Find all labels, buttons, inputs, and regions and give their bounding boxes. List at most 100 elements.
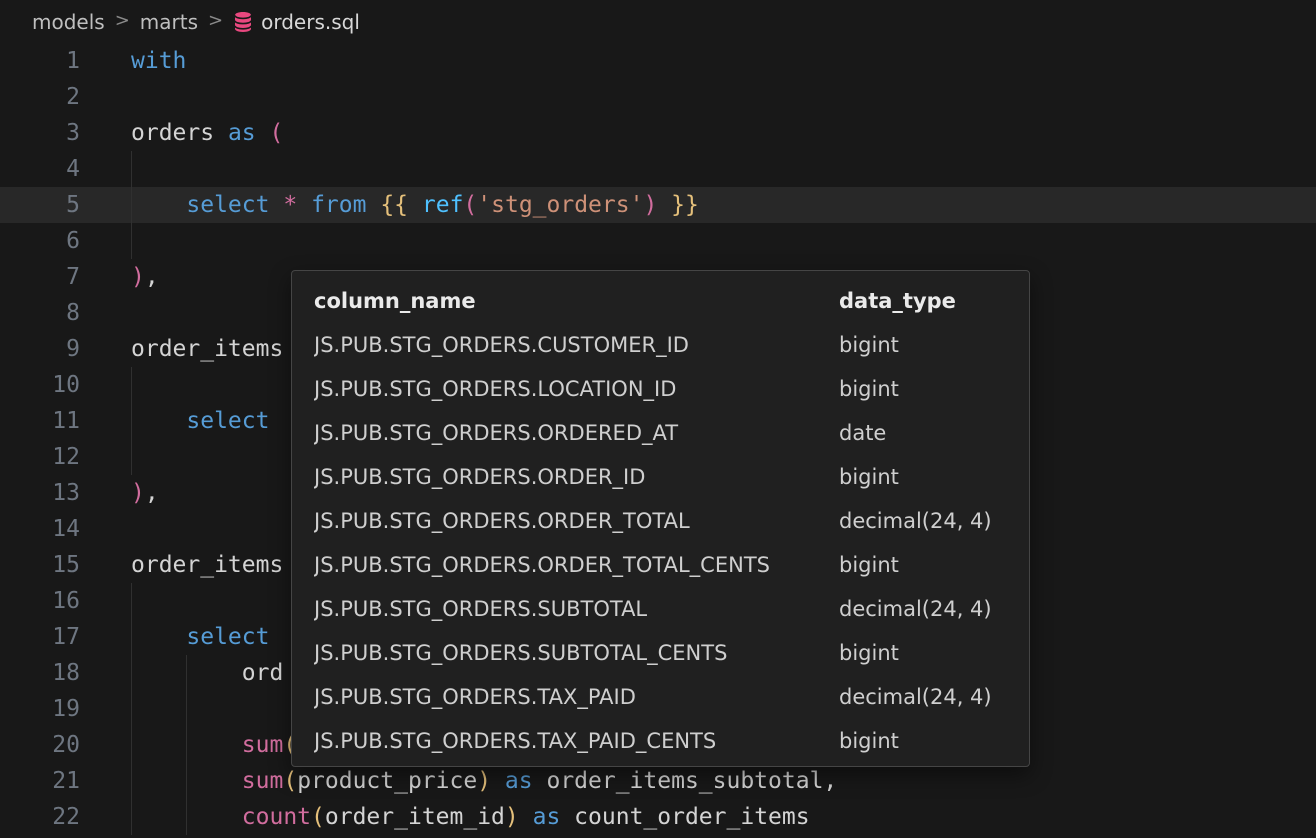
breadcrumb-file[interactable]: orders.sql xyxy=(261,10,360,34)
column-row: JS.PUB.STG_ORDERS.TAX_PAIDdecimal(24, 4) xyxy=(292,675,1029,719)
code-token xyxy=(131,624,186,650)
code-token xyxy=(519,804,533,830)
code-line-1[interactable]: 1 with xyxy=(0,43,1316,79)
code-token: from xyxy=(311,192,366,218)
code-token: product_price xyxy=(297,768,477,794)
code-token xyxy=(657,192,671,218)
indent-guide xyxy=(131,403,132,439)
code-line-4[interactable]: 4 xyxy=(0,151,1316,187)
chevron-right-icon: > xyxy=(208,10,223,31)
code-token: as xyxy=(505,768,533,794)
line-number: 3 xyxy=(0,115,80,151)
line-number: 17 xyxy=(0,619,80,655)
code-token: with xyxy=(131,48,186,74)
code-token: ( xyxy=(463,192,477,218)
code-token xyxy=(491,768,505,794)
indent-guide xyxy=(131,223,132,259)
code-line-2[interactable]: 2 xyxy=(0,79,1316,115)
line-number: 13 xyxy=(0,475,80,511)
code-line-5[interactable]: 5 select * from {{ ref('stg_orders') }} xyxy=(0,187,1316,223)
line-number: 6 xyxy=(0,223,80,259)
line-number: 7 xyxy=(0,259,80,295)
code-token: ) xyxy=(505,804,519,830)
code-text: orders as ( xyxy=(131,115,283,151)
line-number: 10 xyxy=(0,367,80,403)
editor-code-area[interactable]: 1 with 23 orders as (45 select * from {{ re… xyxy=(0,43,1316,835)
indent-guide xyxy=(131,763,132,799)
data-type-cell: bigint xyxy=(839,641,1007,665)
indent-guide xyxy=(186,727,187,763)
code-line-3[interactable]: 3 orders as ( xyxy=(0,115,1316,151)
line-number: 16 xyxy=(0,583,80,619)
indent-guide xyxy=(131,655,132,691)
code-token: order_items_subtotal, xyxy=(533,768,838,794)
line-number: 19 xyxy=(0,691,80,727)
code-text: select xyxy=(131,403,269,439)
data-type-cell: decimal(24, 4) xyxy=(839,509,1007,533)
indent-guide xyxy=(131,691,132,727)
code-text: count(order_item_id) as count_order_item… xyxy=(131,799,810,835)
column-row: JS.PUB.STG_ORDERS.ORDERED_ATdate xyxy=(292,411,1029,455)
line-number: 20 xyxy=(0,727,80,763)
code-line-22[interactable]: 22 count(order_item_id) as count_order_i… xyxy=(0,799,1316,835)
code-token: count_order_items xyxy=(560,804,809,830)
code-token xyxy=(366,192,380,218)
code-text: ), xyxy=(131,259,159,295)
code-token: orders xyxy=(131,120,228,146)
code-token: , xyxy=(145,264,159,290)
code-text: ord xyxy=(131,655,283,691)
line-number: 21 xyxy=(0,763,80,799)
breadcrumb-item-marts[interactable]: marts xyxy=(140,10,198,34)
code-token: select xyxy=(186,408,269,434)
code-token: select xyxy=(186,624,269,650)
column-name-cell: JS.PUB.STG_ORDERS.LOCATION_ID xyxy=(314,377,839,401)
code-token: ) xyxy=(131,264,145,290)
indent-guide xyxy=(186,763,187,799)
data-type-cell: date xyxy=(839,421,1007,445)
popup-header-column-name: column_name xyxy=(314,289,839,313)
popup-header-data-type: data_type xyxy=(839,289,1007,313)
data-type-cell: bigint xyxy=(839,377,1007,401)
indent-guide xyxy=(186,655,187,691)
code-token: select xyxy=(186,192,269,218)
column-row: JS.PUB.STG_ORDERS.LOCATION_IDbigint xyxy=(292,367,1029,411)
indent-guide xyxy=(131,583,132,619)
code-token: count xyxy=(242,804,311,830)
code-token: ) xyxy=(643,192,657,218)
code-token: ( xyxy=(283,768,297,794)
indent-guide xyxy=(131,187,132,223)
column-name-cell: JS.PUB.STG_ORDERS.ORDER_TOTAL xyxy=(314,509,839,533)
code-token: ord xyxy=(242,660,284,686)
code-text: with xyxy=(131,43,186,79)
line-number: 12 xyxy=(0,439,80,475)
indent-guide xyxy=(186,799,187,835)
line-number: 15 xyxy=(0,547,80,583)
code-token xyxy=(131,408,186,434)
indent-guide xyxy=(131,727,132,763)
line-number: 8 xyxy=(0,295,80,331)
column-name-cell: JS.PUB.STG_ORDERS.CUSTOMER_ID xyxy=(314,333,839,357)
line-number: 2 xyxy=(0,79,80,115)
breadcrumb: models > marts > orders.sql xyxy=(0,0,1316,43)
indent-guide xyxy=(131,619,132,655)
breadcrumb-item-models[interactable]: models xyxy=(32,10,105,34)
chevron-right-icon: > xyxy=(115,10,130,31)
code-text: order_items xyxy=(131,331,283,367)
data-type-cell: bigint xyxy=(839,333,1007,357)
code-text: ), xyxy=(131,475,159,511)
code-line-6[interactable]: 6 xyxy=(0,223,1316,259)
line-number: 11 xyxy=(0,403,80,439)
column-name-cell: JS.PUB.STG_ORDERS.TAX_PAID xyxy=(314,685,839,709)
indent-guide xyxy=(186,691,187,727)
line-number: 1 xyxy=(0,43,80,79)
column-row: JS.PUB.STG_ORDERS.ORDER_IDbigint xyxy=(292,455,1029,499)
popup-header-row: column_name data_type xyxy=(292,279,1029,323)
data-type-cell: decimal(24, 4) xyxy=(839,597,1007,621)
indent-guide xyxy=(131,151,132,187)
popup-rows: JS.PUB.STG_ORDERS.CUSTOMER_IDbigintJS.PU… xyxy=(292,323,1029,763)
code-line-21[interactable]: 21 sum(product_price) as order_items_sub… xyxy=(0,763,1316,799)
indent-guide xyxy=(131,799,132,835)
code-text: select * from {{ ref('stg_orders') }} xyxy=(131,187,699,223)
line-number: 9 xyxy=(0,331,80,367)
code-token: ( xyxy=(269,120,283,146)
